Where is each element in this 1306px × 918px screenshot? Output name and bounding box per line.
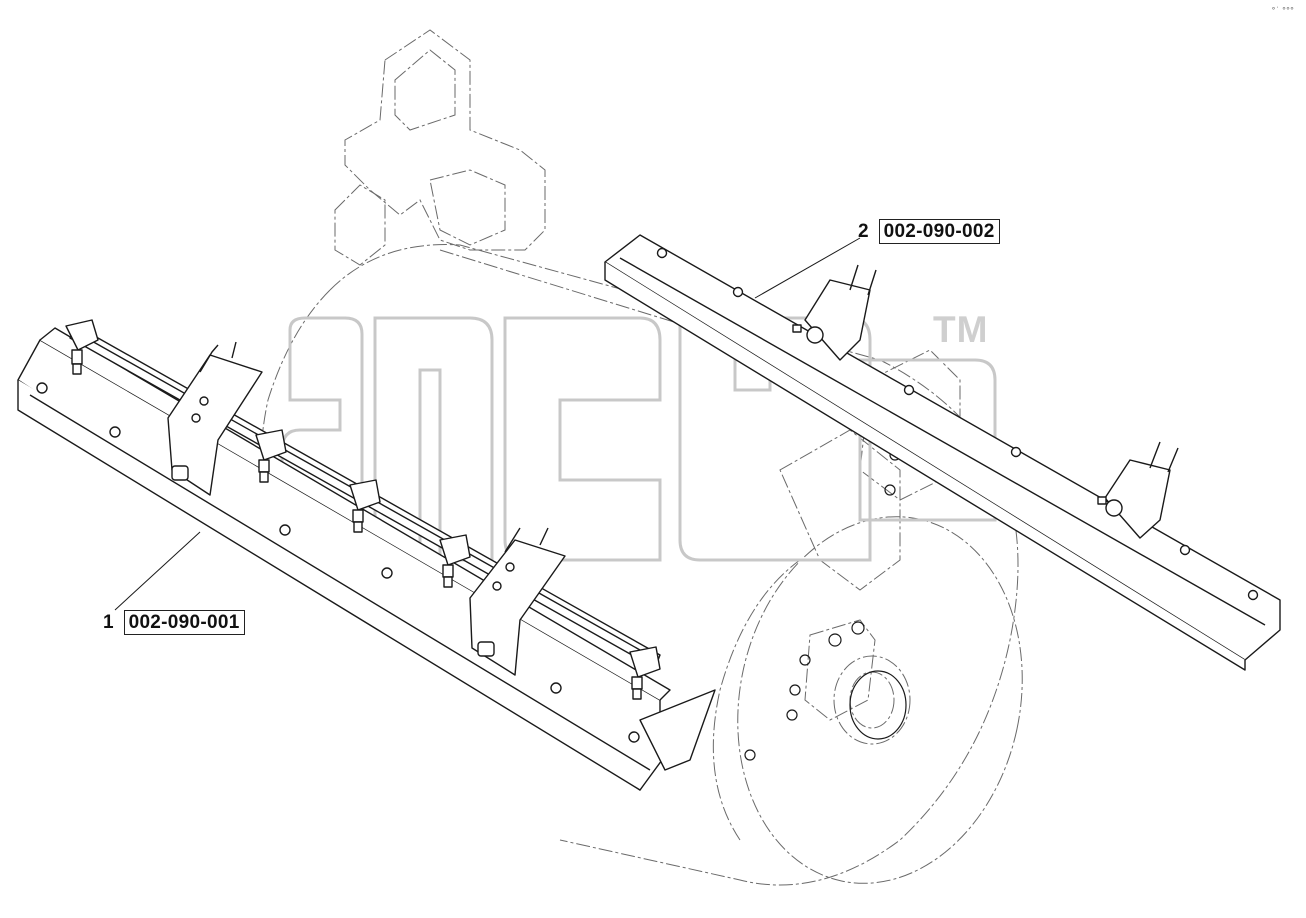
part-code-link[interactable]: 002-090-001 — [123, 610, 245, 635]
corner-mark: °˙ °°° — [1271, 6, 1294, 15]
part-code-link[interactable]: 002-090-002 — [878, 219, 1000, 244]
part-2-rear-scraper-assembly — [604, 234, 1281, 671]
leader-lines — [114, 237, 861, 611]
part-1-front-scraper-assembly — [17, 319, 716, 791]
callout-part-2: 2 002-090-002 — [858, 219, 1000, 244]
callout-number: 1 — [103, 611, 114, 633]
callout-number: 2 — [858, 220, 869, 242]
callout-part-1: 1 002-090-001 — [103, 610, 245, 635]
spray-nozzles — [65, 319, 661, 700]
trademark-symbol: TM — [933, 309, 989, 350]
